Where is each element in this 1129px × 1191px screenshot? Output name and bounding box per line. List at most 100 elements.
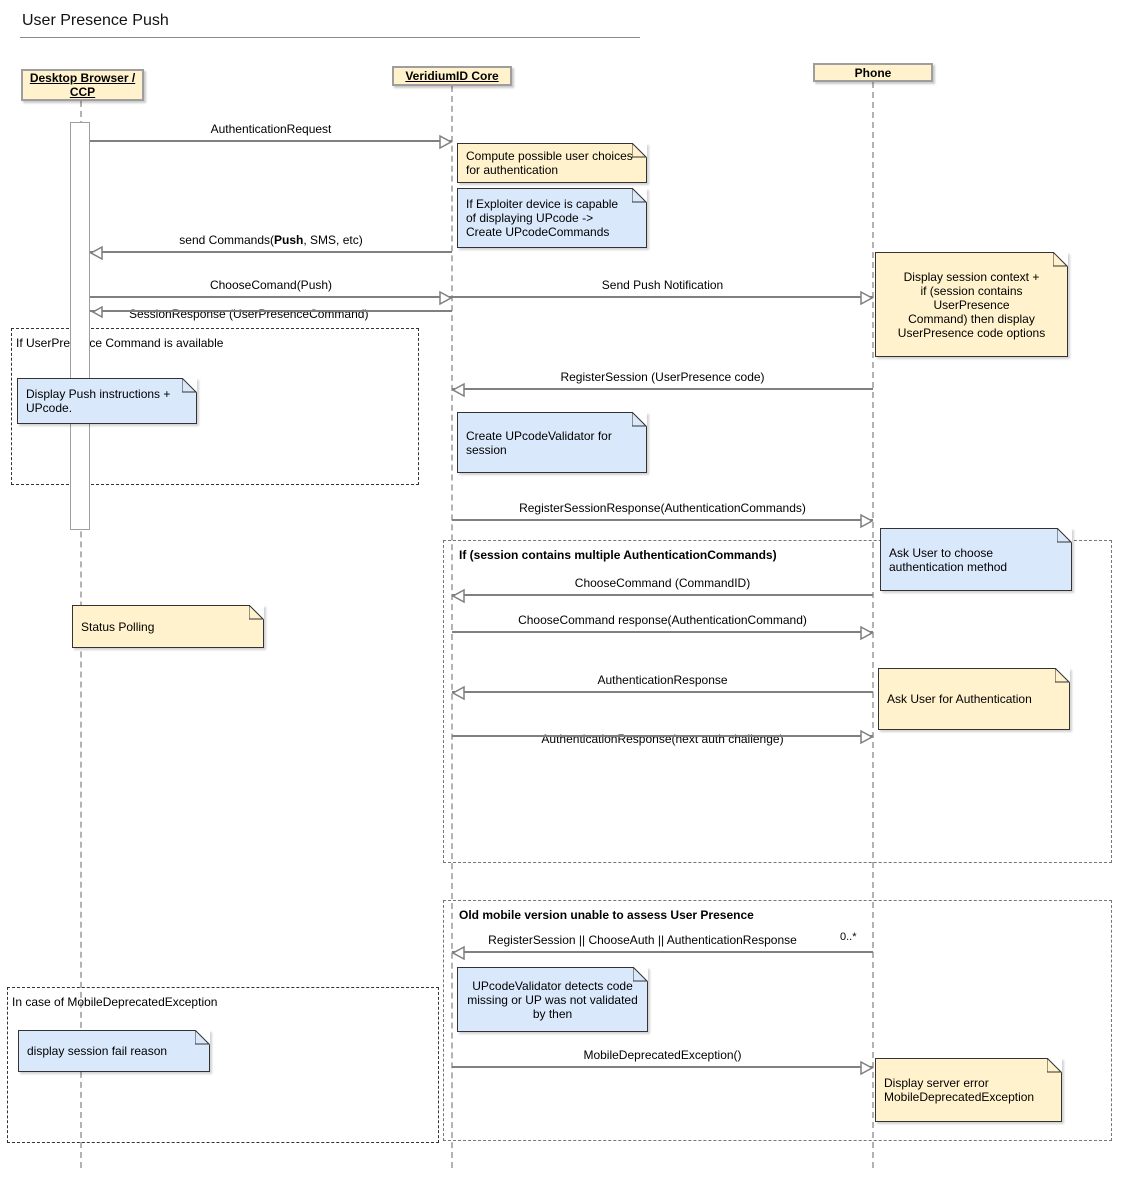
message-label: RegisterSession || ChooseAuth || Authent… <box>488 933 797 947</box>
arrowhead-icon <box>451 588 465 604</box>
message-label: AuthenticationRequest <box>210 122 332 136</box>
note-text: Display server error MobileDeprecatedExc… <box>884 1076 1035 1104</box>
message-choose-command-response: ChooseCommand response(AuthenticationCom… <box>452 606 874 641</box>
note-ask-user-authentication: Ask User for Authentication <box>878 668 1070 730</box>
note-fold-icon <box>632 188 647 203</box>
lifeline-header-core: VeridiumID Core <box>392 66 512 86</box>
arrowhead-icon <box>451 945 465 961</box>
arrowhead-icon <box>91 305 103 319</box>
arrowhead-icon <box>860 625 874 641</box>
message-label: ChooseCommand (CommandID) <box>574 576 751 590</box>
message-label: send Commands(Push, SMS, etc) <box>179 233 363 247</box>
arrowhead-icon <box>439 290 453 306</box>
note-text: Ask User for Authentication <box>887 692 1032 706</box>
fragment-multiple-commands: If (session contains multiple Authentica… <box>443 540 1112 863</box>
fragment-old-mobile: Old mobile version unable to assess User… <box>443 900 1112 1141</box>
message-line <box>452 519 873 521</box>
arrowhead-icon <box>451 685 465 701</box>
message-line <box>452 735 873 737</box>
note-text: Display session context + if (session co… <box>897 269 1046 340</box>
arrowhead-icon <box>860 1060 874 1076</box>
message-register-session: RegisterSession (UserPresence code) <box>451 363 873 398</box>
note-ask-user-choose-method: Ask User to choose authentication method <box>880 528 1072 591</box>
lifeline-label: Desktop Browser / CCP <box>29 71 136 99</box>
message-line <box>452 388 873 390</box>
fragment-label: If (session contains multiple Authentica… <box>459 548 777 562</box>
arrowhead-icon <box>89 245 103 261</box>
note-exploiter-device: If Exploiter device is capable of displa… <box>457 188 647 248</box>
arrowhead-icon <box>860 513 874 529</box>
message-line <box>452 296 873 298</box>
message-line <box>90 296 452 298</box>
message-line <box>90 251 452 253</box>
message-label: ChooseComand(Push) <box>209 278 333 292</box>
note-status-polling: Status Polling <box>72 605 264 648</box>
message-line <box>90 310 452 312</box>
message-send-push-notification: Send Push Notification <box>452 271 874 306</box>
message-label: RegisterSessionResponse(AuthenticationCo… <box>519 501 806 515</box>
arrowhead-icon <box>860 729 874 745</box>
note-text: Display Push instructions + UPcode. <box>26 387 171 415</box>
fragment-mobile-deprecated: In case of MobileDeprecatedException <box>7 987 439 1143</box>
note-display-session-fail: display session fail reason <box>18 1030 210 1072</box>
lifeline-label: Phone <box>854 65 892 80</box>
note-fold-icon <box>632 143 647 158</box>
message-label: ChooseCommand response(AuthenticationCom… <box>518 613 807 627</box>
message-line <box>452 1066 873 1068</box>
note-fold-icon <box>632 412 647 427</box>
note-fold-icon <box>1047 1058 1062 1073</box>
note-text: Ask User to choose authentication method <box>889 545 1008 574</box>
note-display-server-error: Display server error MobileDeprecatedExc… <box>875 1058 1062 1122</box>
message-label: RegisterSession (UserPresence code) <box>560 370 765 384</box>
lifeline-label: VeridiumID Core <box>405 69 499 83</box>
note-compute-choices: Compute possible user choices for authen… <box>457 143 647 183</box>
message-choose-command: ChooseCommand (CommandID) <box>451 569 873 604</box>
message-label: AuthenticationResponse <box>597 673 728 687</box>
fragment-label: If UserPresence Command is available <box>16 336 224 350</box>
message-authentication-response: AuthenticationResponse <box>451 666 873 701</box>
message-mobile-deprecated-exception: MobileDeprecatedException() <box>452 1041 874 1076</box>
lifeline-header-desktop: Desktop Browser / CCP <box>21 69 144 101</box>
note-create-upcode-validator: Create UPcodeValidator for session <box>457 412 647 473</box>
note-display-session-context: Display session context + if (session co… <box>875 252 1068 357</box>
note-text: display session fail reason <box>27 1044 168 1058</box>
note-text: Compute possible user choices for authen… <box>466 149 633 177</box>
note-fold-icon <box>1057 528 1072 543</box>
note-fold-icon <box>249 605 264 620</box>
note-text: If Exploiter device is capable of displa… <box>466 197 619 239</box>
note-text: Create UPcodeValidator for session <box>466 428 612 457</box>
fragment-label: In case of MobileDeprecatedException <box>12 995 218 1009</box>
message-session-response: SessionResponse (UserPresenceCommand) <box>90 285 452 321</box>
page-title: User Presence Push <box>22 12 169 29</box>
message-line <box>452 691 873 693</box>
arrowhead-icon <box>451 382 465 398</box>
message-send-commands: send Commands(Push, SMS, etc) <box>89 226 452 261</box>
lifeline-core <box>451 86 453 1168</box>
message-label: Send Push Notification <box>601 278 724 292</box>
lifeline-header-phone: Phone <box>813 63 933 82</box>
message-choose-comand-push: ChooseComand(Push) <box>90 271 453 306</box>
fragment-userpresence-available: If UserPresence Command is available <box>11 328 419 485</box>
message-line <box>452 631 873 633</box>
message-register-session-response: RegisterSessionResponse(AuthenticationCo… <box>452 494 874 529</box>
note-fold-icon <box>1055 668 1070 683</box>
message-authentication-response-next: AuthenticationResponse(next auth challen… <box>452 710 874 746</box>
message-label: MobileDeprecatedException() <box>583 1048 742 1062</box>
note-text: UPcodeValidator detects code missing or … <box>467 978 638 1021</box>
note-text: Status Polling <box>81 619 155 634</box>
title-underline <box>20 37 640 38</box>
note-upcode-validator-detects: UPcodeValidator detects code missing or … <box>457 967 648 1032</box>
message-register-or-choose-or-auth: RegisterSession || ChooseAuth || Authent… <box>451 926 873 961</box>
multiplicity-label: 0..* <box>840 931 857 943</box>
note-fold-icon <box>633 967 648 982</box>
message-line <box>452 594 873 596</box>
message-line <box>90 140 452 142</box>
message-authentication-request: AuthenticationRequest <box>90 115 453 150</box>
lifeline-phone <box>872 82 874 1168</box>
arrowhead-icon <box>860 290 874 306</box>
fragment-label: Old mobile version unable to assess User… <box>459 908 754 922</box>
activation-bar-desktop <box>70 122 90 530</box>
note-fold-icon <box>1053 252 1068 267</box>
note-display-push-instructions: Display Push instructions + UPcode. <box>17 378 197 424</box>
